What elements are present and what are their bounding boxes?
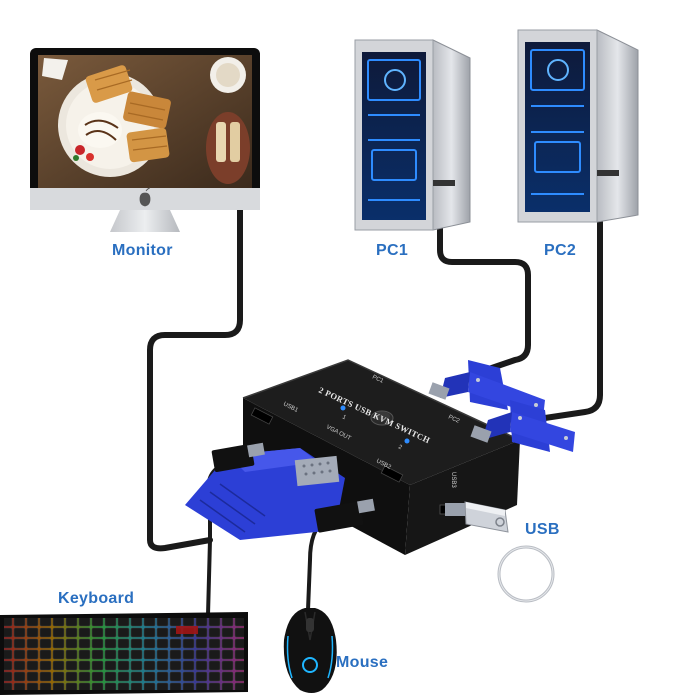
usb1-port (250, 407, 274, 425)
vga-connector-pc2 (470, 400, 575, 452)
led-1-icon (340, 405, 346, 411)
label-usb3: USB3 (450, 472, 456, 488)
mouse-cable (306, 518, 327, 612)
monitor-stand (110, 210, 180, 232)
pc2-label: PC2 (544, 242, 577, 259)
monitor-label: Monitor (112, 242, 173, 259)
usb-plug-keyboard (211, 442, 265, 472)
mouse-label: Mouse (336, 654, 389, 671)
cables (147, 207, 603, 617)
usb2-port (380, 465, 404, 483)
keyboard-label: Keyboard (58, 590, 135, 607)
keyboard (0, 612, 248, 695)
monitor (30, 48, 260, 232)
label-pc1-port: PC1 (371, 374, 385, 385)
usb-label: USB (525, 521, 560, 538)
label-pc2-port: PC2 (447, 414, 461, 425)
vga-connector-pc1 (428, 360, 545, 418)
pc1-tower (354, 39, 471, 231)
apple-logo-icon (139, 187, 151, 207)
usb-plug-mouse (314, 498, 375, 533)
usb-flash-drive (445, 501, 555, 603)
logitech-g-logo-icon (302, 657, 318, 673)
mouse (283, 608, 337, 693)
kvm-right-face (405, 440, 520, 555)
label-led-2: 2 (397, 444, 403, 451)
led-2-icon (404, 438, 410, 444)
monitor-cable (147, 207, 243, 552)
pc1-label: PC1 (376, 242, 409, 259)
label-led-1: 1 (341, 414, 347, 421)
pc2-tower (517, 29, 639, 223)
pc2-cable (542, 219, 603, 421)
pc1-cable (437, 222, 531, 375)
